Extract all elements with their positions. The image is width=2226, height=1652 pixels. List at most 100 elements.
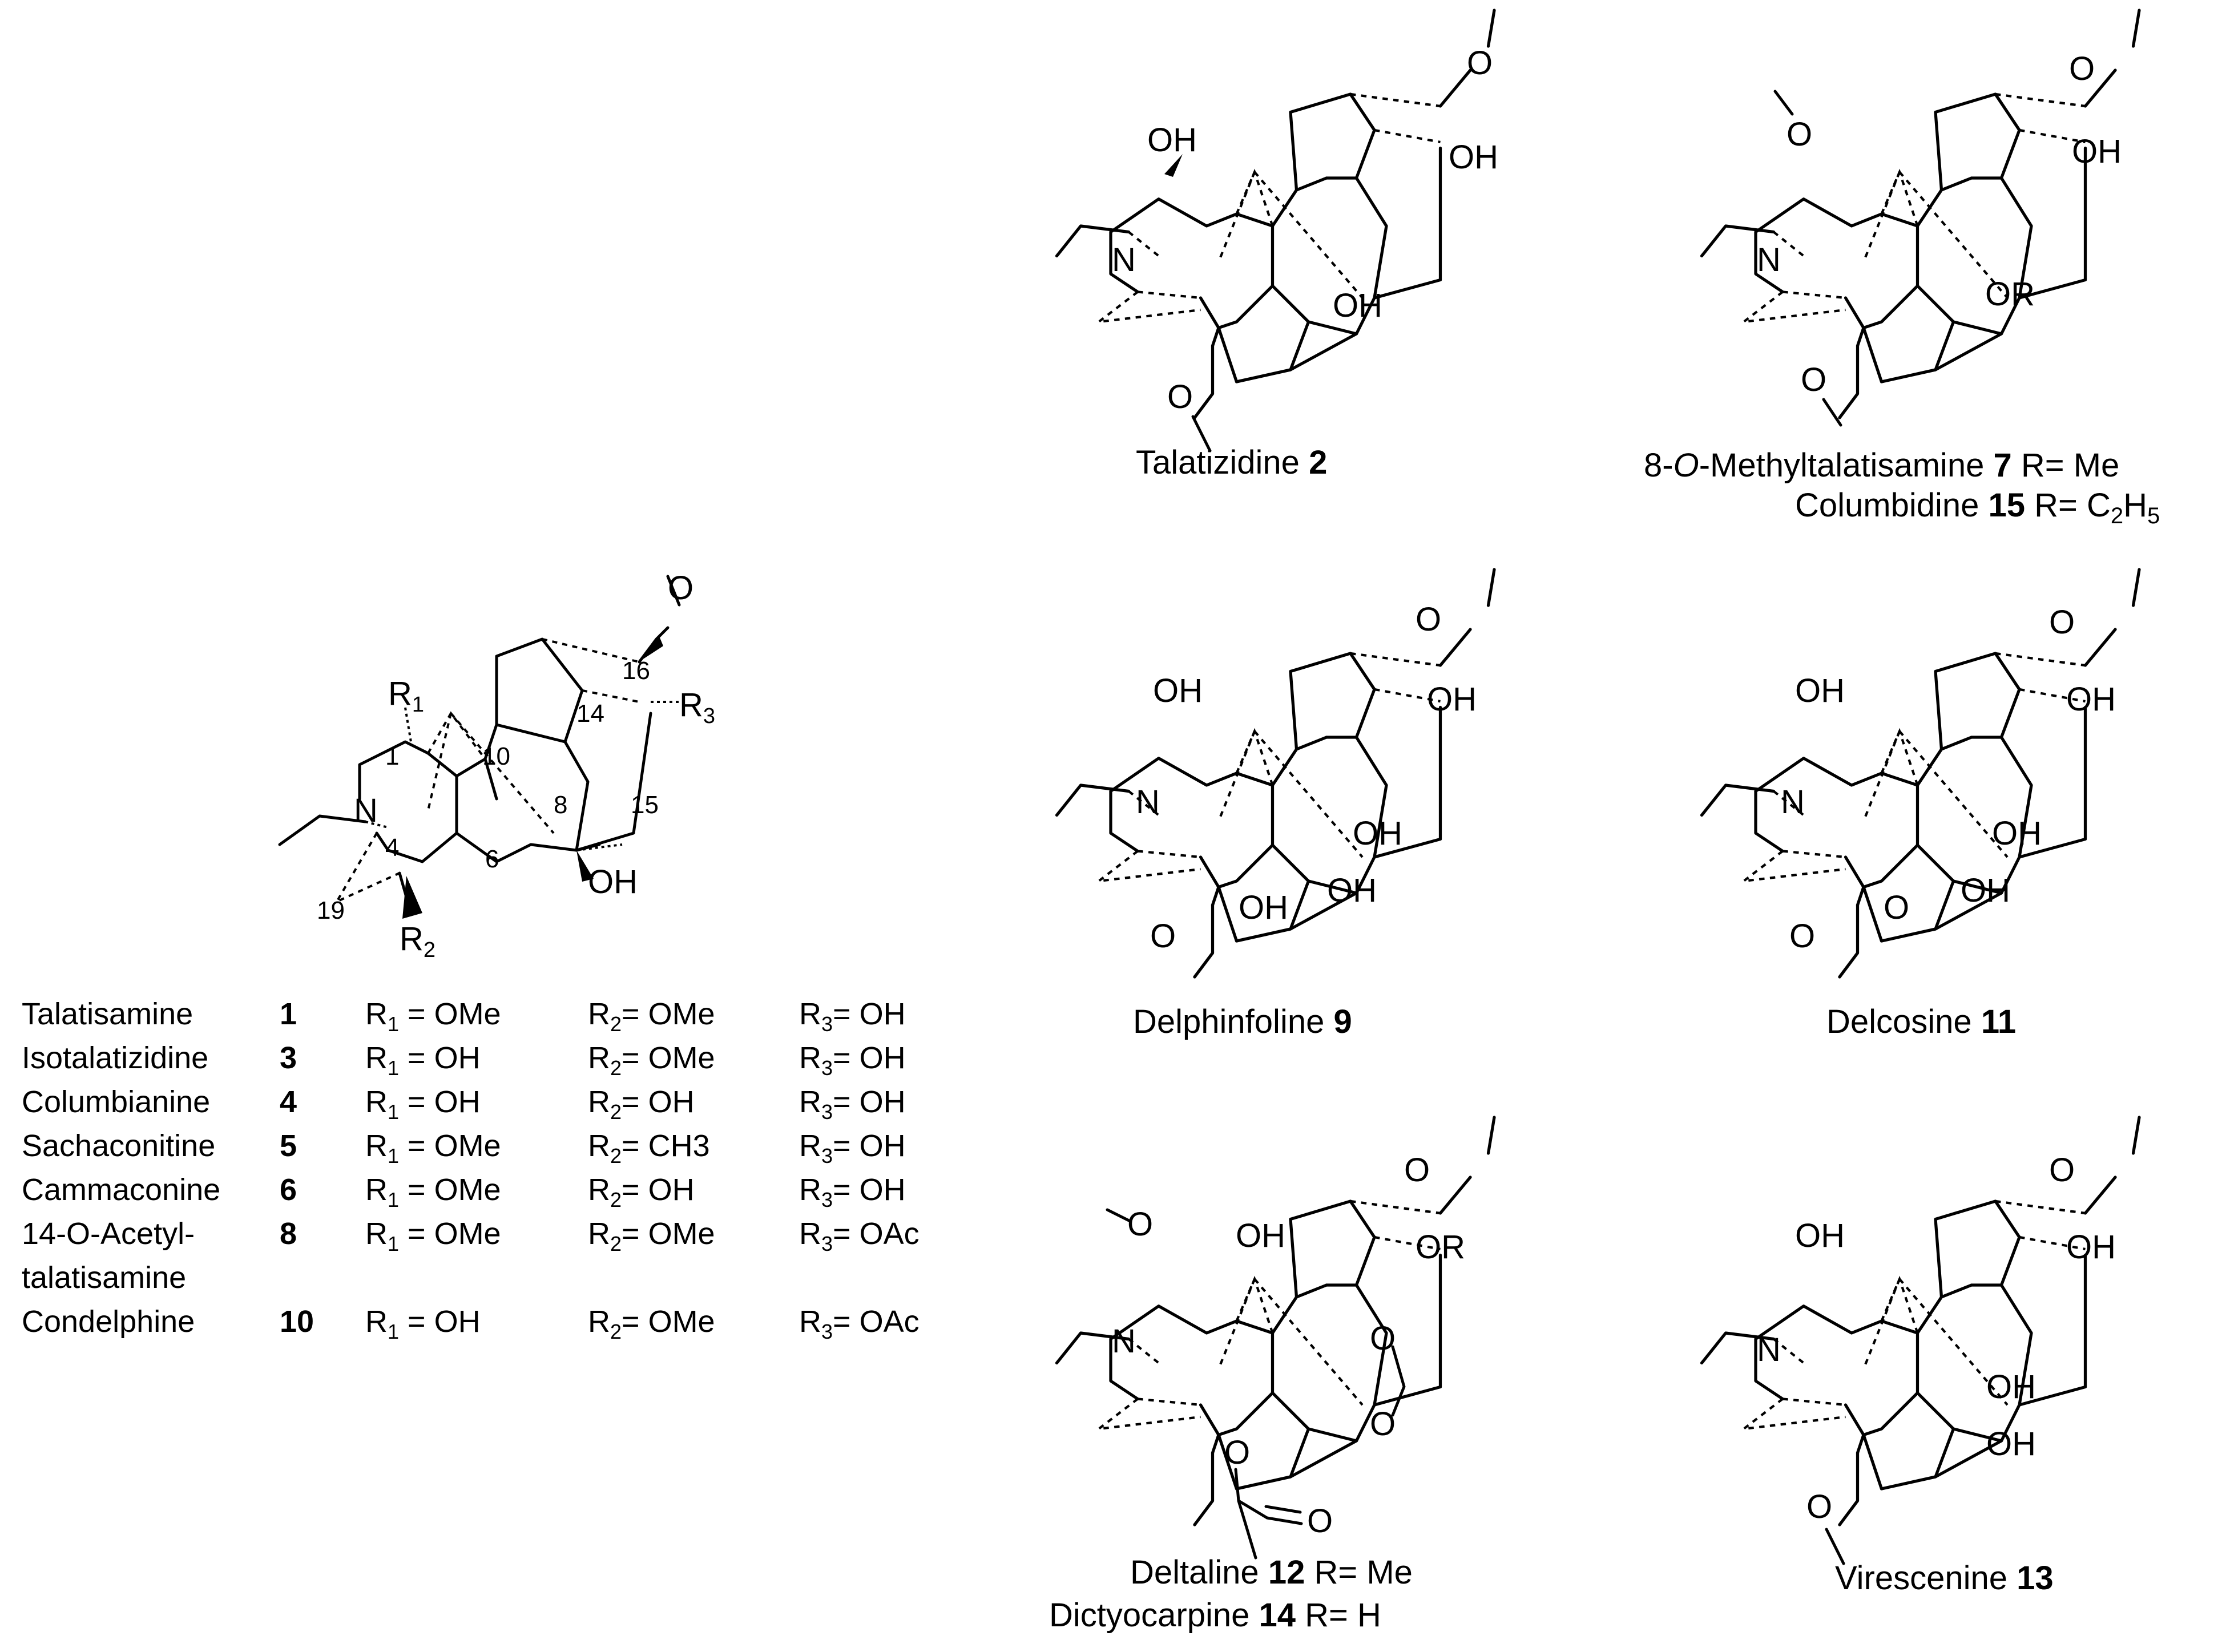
r3-label: R3: [679, 686, 715, 728]
r1-value: R1 = OH: [365, 1041, 481, 1080]
oh-label: OH: [1795, 1217, 1845, 1254]
oh-label: OH: [1239, 889, 1288, 926]
r3-value: R3= OAc: [799, 1217, 920, 1255]
oh-label: OH: [2066, 1229, 2116, 1266]
compound-name: Cammaconine: [22, 1173, 220, 1207]
structure-virescenine: OH N OH OH OH O O: [1702, 1117, 2140, 1565]
r1-label: R1: [388, 675, 424, 717]
compound-name: Columbianine: [22, 1085, 210, 1119]
o-label: O: [1884, 889, 1909, 926]
r2-value: R2= CH3: [588, 1129, 710, 1168]
structure-delcosine: OH N OH OH OH O O O: [1702, 569, 2140, 977]
o-label: O: [2069, 50, 2095, 87]
core-number: 4: [385, 834, 399, 862]
n-label: N: [1112, 1323, 1136, 1360]
o-label: O: [1467, 45, 1493, 82]
oh-label: OH: [1795, 672, 1845, 709]
compound-number: 4: [280, 1085, 297, 1119]
oh-label: OH: [1153, 672, 1203, 709]
r3-value: R3= OH: [799, 997, 906, 1036]
o-label: O: [1404, 1152, 1430, 1189]
caption-delphinfoline: Delphinfoline 9: [1133, 1003, 1352, 1040]
o-label: O: [1167, 378, 1193, 415]
r2-label: R2: [400, 920, 435, 962]
structure-talatizidine: OH N OH OH O O: [1057, 10, 1498, 453]
oh-label: OH: [1986, 1368, 2036, 1405]
n-label: N: [354, 792, 378, 829]
oh-label: OH: [588, 863, 638, 900]
core-number: 14: [576, 700, 604, 728]
core-number: 16: [622, 657, 650, 685]
caption-methyltalatisamine: 8-O-Methyltalatisamine 7 R= Me: [1644, 447, 2119, 484]
oh-label: OH: [1992, 815, 2042, 852]
o-label: O: [1801, 361, 1826, 398]
n-label: N: [1757, 1331, 1781, 1368]
oh-label: OH: [1327, 872, 1377, 909]
compound-number: 8: [280, 1217, 297, 1251]
oh-label: OH: [1449, 139, 1498, 176]
compound-number: 3: [280, 1041, 297, 1075]
r1-value: R1 = OMe: [365, 1173, 501, 1211]
n-label: N: [1112, 241, 1136, 278]
o-label: O: [1789, 918, 1815, 955]
core-number: 6: [485, 845, 499, 873]
caption-deltaline: Deltaline 12 R= Me: [1130, 1554, 1413, 1591]
o-label: O: [1787, 116, 1812, 153]
r2-value: R2= OH: [588, 1173, 695, 1211]
oh-label: OH: [1427, 681, 1477, 718]
compound-number: 5: [280, 1129, 297, 1163]
o-label: O: [1224, 1434, 1250, 1471]
compound-number: 6: [280, 1173, 297, 1207]
structure-delphinfoline: OH N OH OH OH OH O O: [1057, 569, 1495, 977]
r3-value: R3= OH: [799, 1041, 906, 1080]
n-label: N: [1757, 241, 1781, 278]
oh-label: OH: [1147, 122, 1197, 159]
o-label: O: [1416, 601, 1441, 638]
o-label: O: [1370, 1405, 1396, 1443]
caption-columbidine: Columbidine 15 R= C2H5: [1795, 487, 2160, 528]
core-number: 1: [385, 742, 399, 770]
compound-name: Talatisamine: [22, 997, 193, 1031]
compound-name: 14-O-Acetyl-: [22, 1217, 195, 1251]
or-label: OR: [1985, 276, 2035, 313]
r2-value: R2= OMe: [588, 1217, 715, 1255]
oh-label: OH: [1236, 1217, 1285, 1254]
caption-delcosine: Delcosine 11: [1826, 1003, 2016, 1040]
caption-talatizidine: Talatizidine 2: [1136, 444, 1327, 481]
o-label: O: [668, 569, 693, 607]
caption-dictyocarpine: Dictyocarpine 14 R= H: [1049, 1597, 1381, 1634]
core-number: 10: [482, 742, 510, 770]
r2-value: R2= OMe: [588, 1304, 715, 1343]
o-label: O: [1150, 918, 1176, 955]
compound-name: Condelphine: [22, 1304, 195, 1339]
o-label: O: [2049, 1152, 2075, 1189]
compound-name: Sachaconitine: [22, 1129, 215, 1163]
r2-value: R2= OMe: [588, 997, 715, 1036]
r1-value: R1 = OH: [365, 1085, 481, 1124]
r1-value: R1 = OH: [365, 1304, 481, 1343]
r1-value: R1 = OMe: [365, 1129, 501, 1168]
o-label: O: [1307, 1502, 1333, 1540]
o-label: O: [2049, 604, 2075, 641]
r1-value: R1 = OMe: [365, 997, 501, 1036]
r2-value: R2= OH: [588, 1085, 695, 1124]
caption-virescenine: Virescenine 13: [1835, 1560, 2054, 1597]
compound-name: Isotalatizidine: [22, 1041, 208, 1075]
oh-label: OH: [1333, 287, 1382, 324]
core-number: 8: [554, 791, 567, 819]
oh-label: OH: [1961, 872, 2010, 909]
compound-number: 10: [280, 1304, 314, 1339]
n-label: N: [1781, 783, 1805, 821]
oh-label: OH: [2066, 681, 2116, 718]
oh-label: OH: [1353, 815, 1402, 852]
structure-deltaline: O OH N OR O O O O O: [1057, 1117, 1495, 1560]
core-skeleton: N R1 R2 R3 OH O 1 4 6 8 10 14 15 16 19: [278, 569, 715, 962]
